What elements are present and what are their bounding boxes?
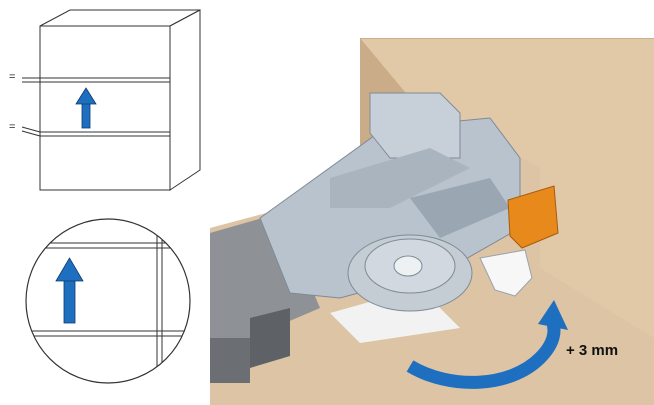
drawer-slide-mechanism xyxy=(210,38,654,405)
orange-release-tab xyxy=(507,185,559,249)
adjustment-label: + 3 mm xyxy=(566,342,619,359)
up-arrow-icon xyxy=(55,257,84,324)
detail-magnifier xyxy=(25,218,191,384)
cam-adjuster xyxy=(347,234,473,312)
gap-marker-lower: = xyxy=(9,121,16,133)
up-arrow-icon xyxy=(75,87,97,129)
gap-marker-upper: = xyxy=(9,71,16,83)
cabinet-illustration xyxy=(21,9,201,191)
curved-arrow-icon xyxy=(406,300,568,389)
